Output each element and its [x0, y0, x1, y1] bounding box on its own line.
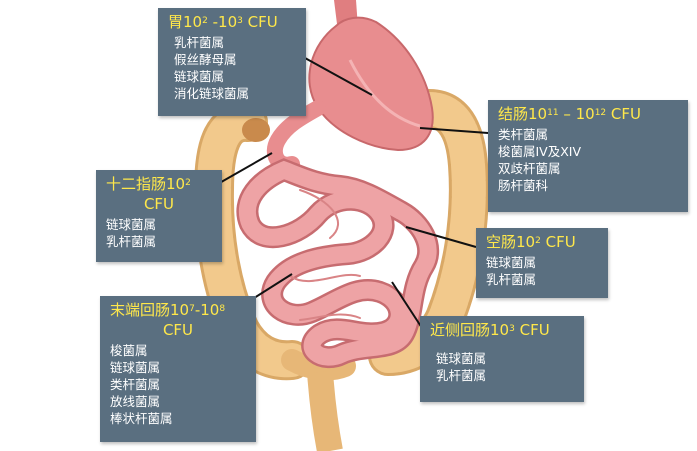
jejunum-genus-list: 链球菌属 乳杆菌属 — [486, 254, 598, 288]
proximal-ileum-callout: 近侧回肠103 CFU 链球菌属 乳杆菌属 — [420, 316, 584, 402]
list-item: 肠杆菌科 — [498, 178, 549, 193]
colon-sep: – — [558, 105, 576, 123]
list-item: 类杆菌属 — [498, 127, 549, 142]
stomach-genus-list: 乳杆菌属 假丝酵母属 链球菌属 消化链球菌属 — [168, 34, 296, 102]
proximal-ileum-genus-list: 链球菌属 乳杆菌属 — [430, 350, 574, 384]
stomach-name: 胃 — [168, 13, 184, 31]
list-item: 乳杆菌属 — [106, 234, 157, 249]
list-item: 棒状杆菌属 — [110, 411, 173, 426]
list-item: 链球菌属 — [110, 360, 161, 375]
list-item: 双歧杆菌属 — [498, 161, 561, 176]
list-item: 乳杆菌属 — [486, 272, 537, 287]
duodenum-leader-line — [215, 152, 273, 186]
list-item: 乳杆菌属 — [174, 35, 225, 50]
colon-callout: 结肠1011 – 1012 CFU 类杆菌属 梭菌属IV及XIV 双歧杆菌属 肠… — [488, 100, 688, 212]
terminal-ileum-genus-list: 梭菌属 链球菌属 类杆菌属 放线菌属 棒状杆菌属 — [110, 342, 246, 427]
proximal-ileum-title: 近侧回肠103 CFU — [430, 321, 550, 339]
jejunum-callout: 空肠102 CFU 链球菌属 乳杆菌属 — [476, 228, 608, 298]
proximal-ileum-unit: CFU — [514, 321, 550, 339]
list-item: 链球菌属 — [106, 217, 157, 232]
stomach-unit: CFU — [242, 13, 278, 31]
list-item: 乳杆菌属 — [436, 368, 487, 383]
list-item: 类杆菌属 — [110, 377, 161, 392]
terminal-ileum-exp-from: 7 — [189, 304, 195, 314]
stomach-exp-from: 2 — [202, 16, 208, 26]
colon-unit: CFU — [606, 105, 642, 123]
colon-exp-to: 12 — [594, 108, 607, 118]
stomach-title: 胃102 -103 CFU — [168, 13, 278, 31]
list-item: 链球菌属 — [486, 255, 537, 270]
terminal-ileum-title: 末端回肠107-108 CFU — [110, 300, 246, 340]
stomach-callout: 胃102 -103 CFU 乳杆菌属 假丝酵母属 链球菌属 消化链球菌属 — [158, 8, 306, 116]
proximal-ileum-exp: 3 — [509, 324, 515, 334]
colon-name: 结肠 — [498, 105, 529, 123]
stomach-exp-to: 3 — [237, 16, 243, 26]
duodenum-exp: 2 — [185, 178, 191, 188]
list-item: 梭菌属IV及XIV — [498, 144, 582, 159]
colon-exp-from: 11 — [547, 108, 559, 118]
list-item: 放线菌属 — [110, 394, 161, 409]
jejunum-name: 空肠 — [486, 233, 517, 251]
list-item: 消化链球菌属 — [174, 86, 250, 101]
stomach-sep: - — [207, 13, 219, 31]
stomach-illustration — [266, 0, 434, 173]
proximal-ileum-leader-line — [391, 281, 423, 329]
terminal-ileum-unit: CFU — [162, 321, 194, 339]
list-item: 链球菌属 — [436, 351, 487, 366]
jejunum-unit: CFU — [540, 233, 576, 251]
list-item: 假丝酵母属 — [174, 52, 237, 67]
duodenum-name: 十二指肠 — [106, 175, 167, 193]
duodenum-unit: CFU — [143, 195, 175, 213]
jejunum-leader-line — [405, 226, 477, 248]
stomach-leader-line — [304, 57, 373, 96]
small-intestine-illustration — [236, 158, 440, 369]
colon-genus-list: 类杆菌属 梭菌属IV及XIV 双歧杆菌属 肠杆菌科 — [498, 126, 678, 194]
list-item: 梭菌属 — [110, 343, 148, 358]
jejunum-exp: 2 — [535, 236, 541, 246]
list-item: 链球菌属 — [174, 69, 225, 84]
colon-leader-line — [419, 127, 489, 134]
terminal-ileum-exp-to: 8 — [219, 304, 226, 314]
proximal-ileum-name: 近侧回肠 — [430, 321, 491, 339]
duodenum-callout: 十二指肠102 CFU 链球菌属 乳杆菌属 — [96, 170, 222, 262]
duodenum-genus-list: 链球菌属 乳杆菌属 — [106, 216, 212, 250]
terminal-ileum-name: 末端回肠 — [110, 301, 171, 319]
jejunum-title: 空肠102 CFU — [486, 233, 576, 251]
colon-title: 结肠1011 – 1012 CFU — [498, 105, 642, 123]
duodenum-title: 十二指肠102 CFU — [106, 174, 212, 214]
terminal-ileum-callout: 末端回肠107-108 CFU 梭菌属 链球菌属 类杆菌属 放线菌属 棒状杆菌属 — [100, 296, 256, 442]
terminal-ileum-sep: - — [194, 301, 201, 319]
